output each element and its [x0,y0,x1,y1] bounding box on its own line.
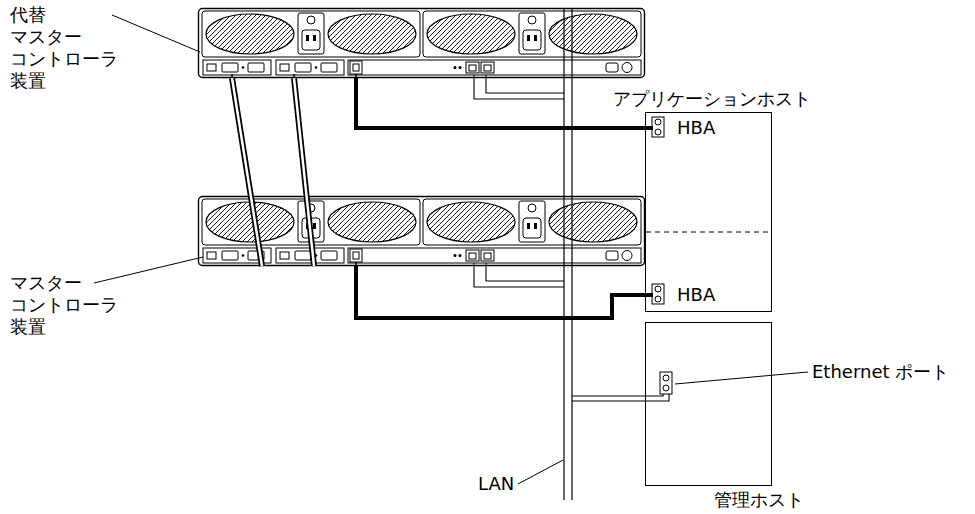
array-unit [199,9,645,78]
hba-port: HBA [653,118,718,138]
hba-port: HBA [653,285,718,305]
host-box: 管理ホスト [645,322,772,486]
node-text: 管理ホスト [714,489,804,511]
hba-port-symbol [652,117,664,304]
host-box: アプリケーションホストHBAHBA [645,112,772,312]
callout-label: Ethernet ポート [812,361,949,383]
fiber-cable [356,266,653,318]
master-unit: 代替 マスター コントローラ 装置 [198,8,645,78]
cable-core [294,78,314,266]
port-stub [232,74,356,266]
lan-bus [564,8,572,500]
node-text: アプリケーションホスト [613,88,811,110]
node-text: HBA [677,285,718,305]
node-text: HBA [677,118,718,138]
callout-label: LAN [478,473,514,495]
ethernet-cable [474,75,669,401]
node-text: 代替 マスター コントローラ 装置 [10,4,118,92]
leader-line [94,15,808,484]
interconnect-cable [232,78,262,266]
node-text: マスター コントローラ 装置 [10,272,118,338]
cable-core [232,78,262,266]
interconnect-cable [294,78,314,266]
ethernet-port-symbol [660,372,672,394]
master-unit: マスター コントローラ 装置 [198,196,645,266]
array-unit [199,197,645,266]
host-divider [646,232,771,233]
fiber-cable [356,78,653,128]
